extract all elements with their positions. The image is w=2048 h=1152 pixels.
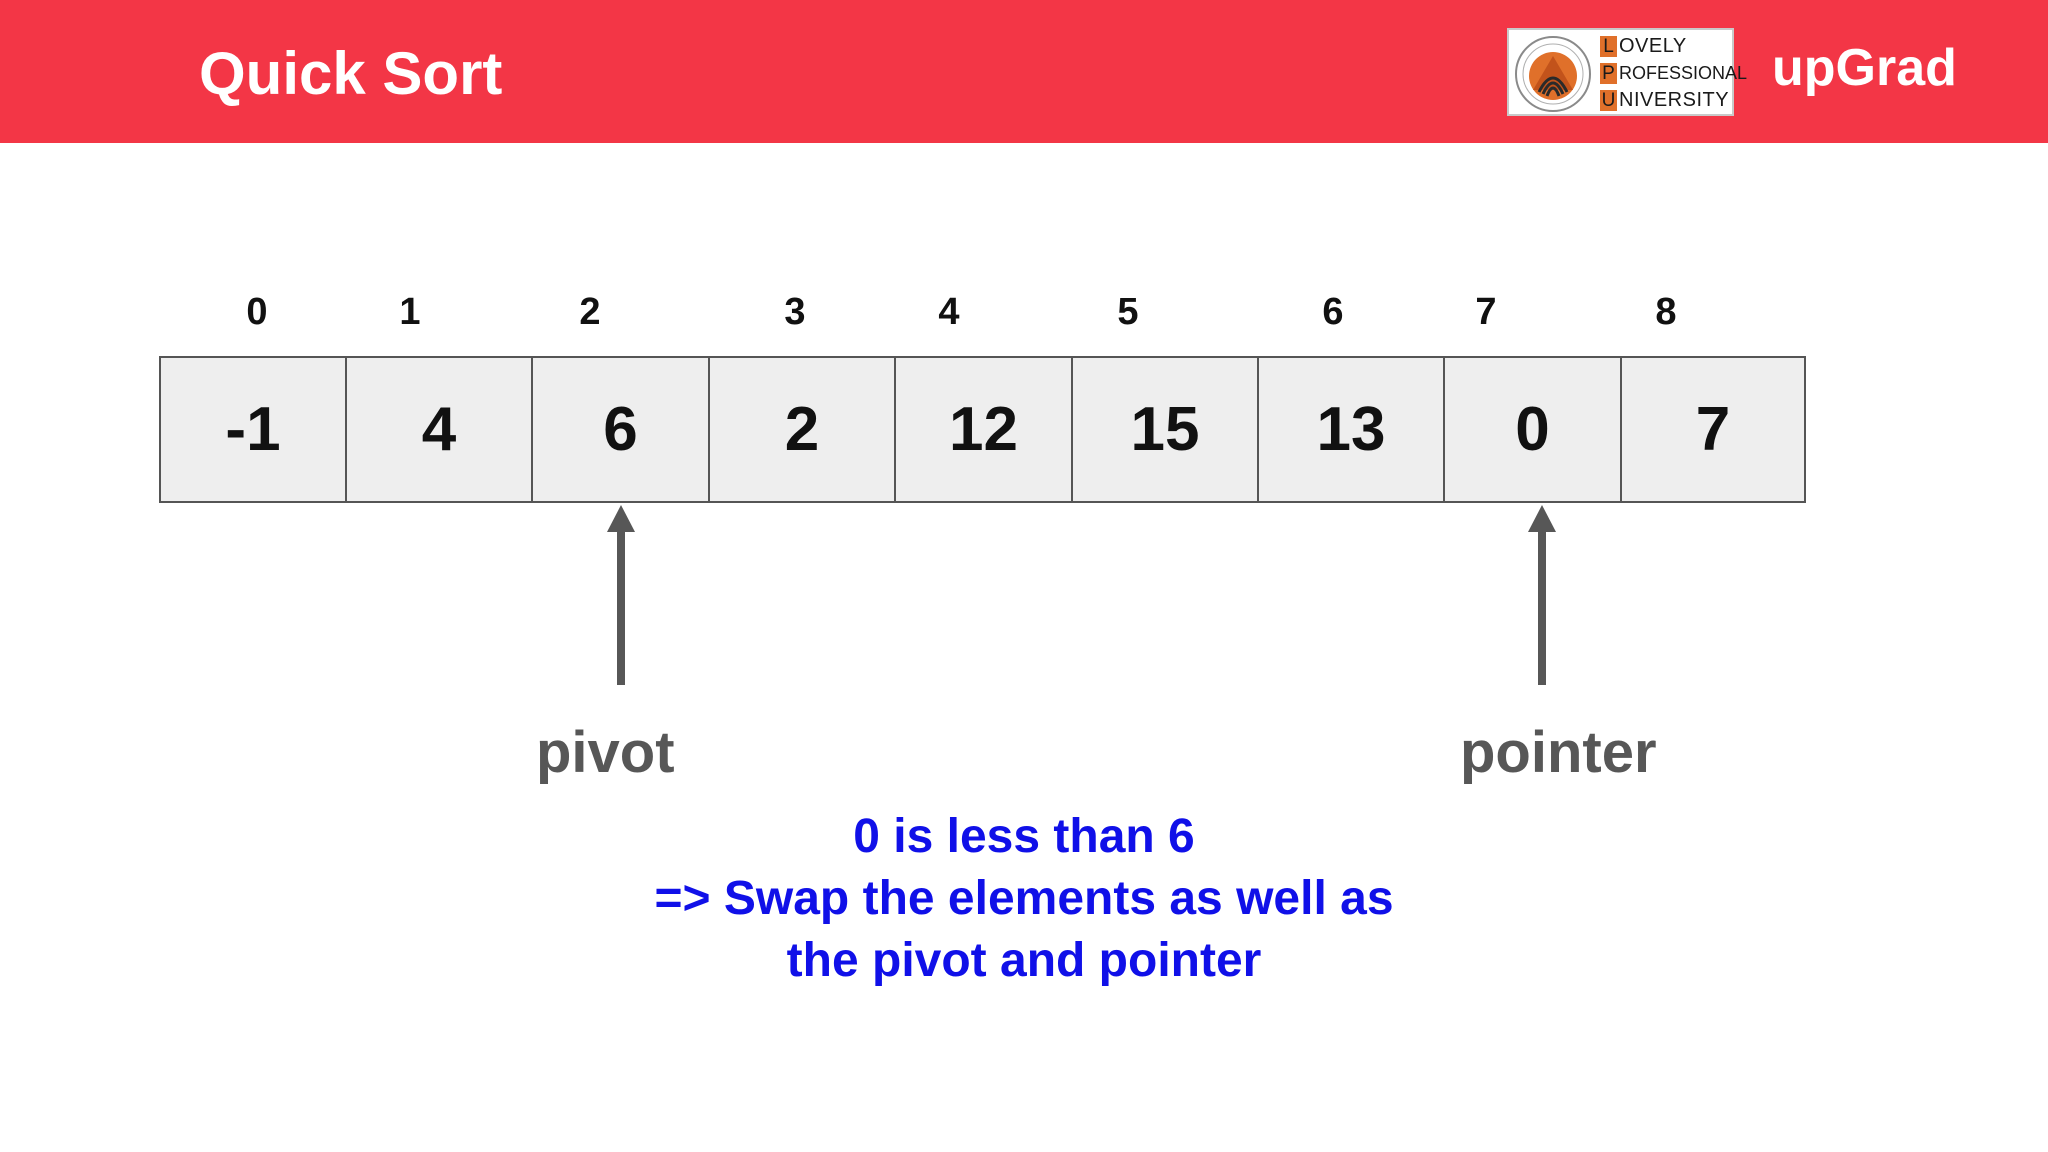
explanation-line: 0 is less than 6 — [853, 810, 1195, 863]
lpu-initial: P — [1600, 62, 1617, 84]
lpu-word: ROFESSIONAL — [1619, 62, 1748, 83]
array-cell: 7 — [1620, 356, 1806, 503]
array-index: 3 — [784, 291, 806, 333]
explanation-line: => Swap the elements as well as — [654, 872, 1394, 925]
pivot-label: pivot — [536, 720, 675, 785]
lpu-word: NIVERSITY — [1619, 88, 1730, 111]
array-cell: 4 — [345, 356, 533, 503]
array-cell: 2 — [708, 356, 896, 503]
array-cell: 12 — [894, 356, 1073, 503]
array-index: 7 — [1475, 291, 1497, 333]
array-cell: 0 — [1443, 356, 1622, 503]
array-cell: -1 — [159, 356, 347, 503]
array-index: 5 — [1117, 291, 1139, 333]
array-index: 8 — [1655, 291, 1677, 333]
pivot-arrow — [607, 505, 635, 685]
array-index: 2 — [579, 291, 601, 333]
lpu-word: OVELY — [1619, 34, 1687, 57]
lpu-initial: L — [1600, 35, 1617, 57]
array-index: 6 — [1322, 291, 1344, 333]
array-cell: 6 — [531, 356, 710, 503]
lpu-seal-icon — [1515, 36, 1591, 112]
upgrad-logo: upGrad — [1772, 39, 1957, 97]
explanation-text: 0 is less than 6 => Swap the elements as… — [524, 806, 1524, 992]
pointer-label: pointer — [1460, 720, 1657, 785]
explanation-line: the pivot and pointer — [786, 934, 1262, 987]
page-title: Quick Sort — [199, 40, 503, 107]
array-cell: 15 — [1071, 356, 1259, 503]
array-cell: 13 — [1257, 356, 1445, 503]
array-index: 4 — [938, 291, 960, 333]
lpu-initial: U — [1600, 89, 1617, 111]
pointer-arrow — [1528, 505, 1556, 685]
array-index: 0 — [246, 291, 268, 333]
array-index: 1 — [399, 291, 421, 333]
